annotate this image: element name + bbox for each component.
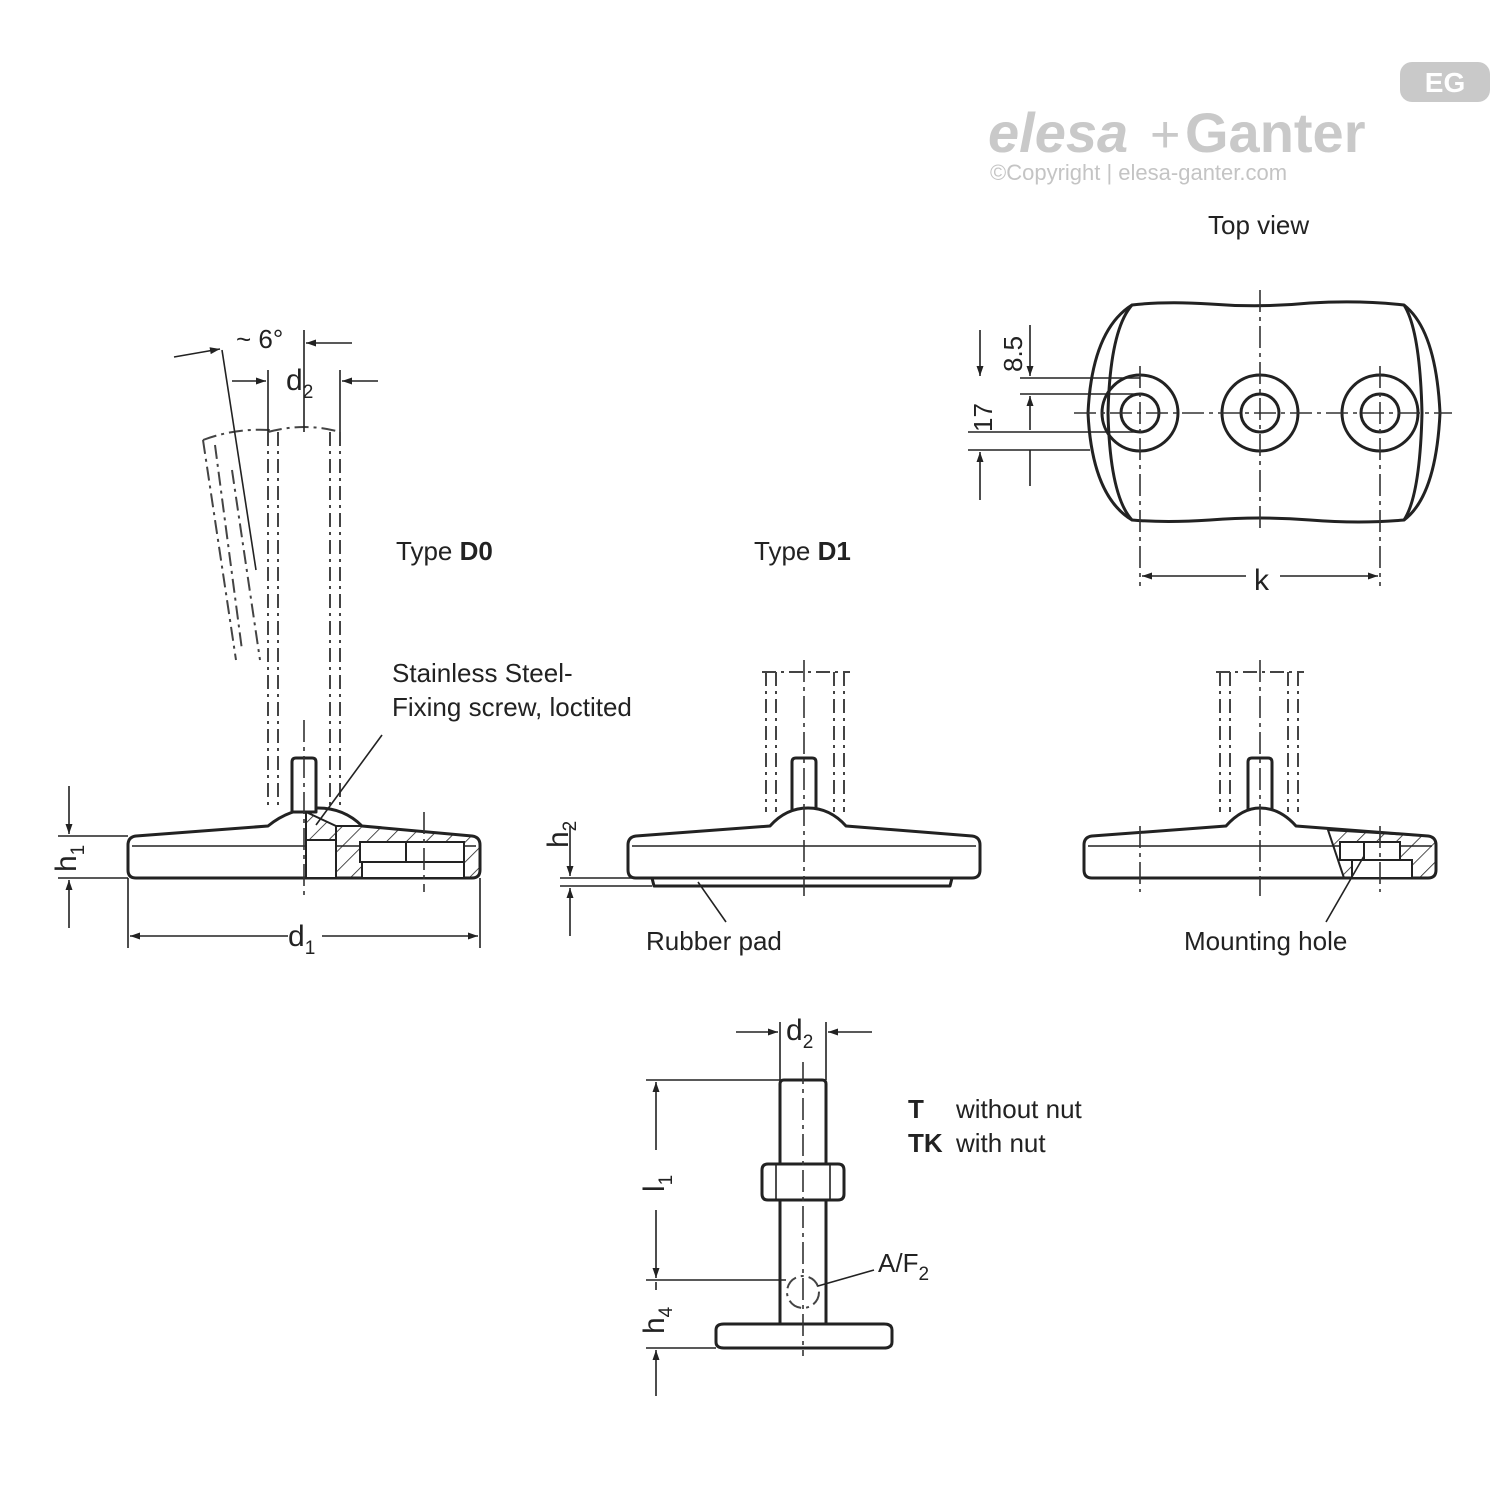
brand-logo: EG elesa + Ganter ©Copyright | elesa-gan… — [988, 62, 1490, 185]
type-d1-label: Type D1 — [754, 536, 851, 566]
top-view-label: Top view — [1208, 210, 1309, 240]
type-d0-label: Type D0 — [396, 536, 493, 566]
eg-badge-icon: EG — [1400, 62, 1490, 102]
screw-shaft — [778, 1078, 828, 1326]
type-d1-view: h2 Type D1 Rubber pad — [542, 536, 982, 956]
d1-label: d1 — [288, 920, 315, 959]
tilted-tube-phantom — [202, 428, 271, 661]
d1-tube-phantom — [762, 671, 850, 812]
angle-label: ~ 6° — [236, 324, 283, 354]
fixing-screw-line1: Stainless Steel- — [392, 658, 573, 688]
h4-label: h4 — [638, 1306, 677, 1334]
brand-plus: + — [1150, 106, 1180, 164]
dim-17-label: 17 — [968, 403, 998, 432]
brand-part2: Ganter — [1185, 101, 1366, 164]
d2-label-bottom: d2 — [786, 1014, 813, 1053]
top-view-body — [1106, 300, 1424, 524]
d2-label-top: d2 — [286, 364, 313, 403]
tube-phantom — [267, 426, 341, 810]
l1-label: l1 — [638, 1175, 677, 1192]
top-view: Top view k 8.5 — [968, 210, 1452, 597]
rubber-pad — [650, 876, 954, 888]
fixing-screw-line2: Fixing screw, loctited — [392, 692, 632, 722]
af2-label: A/F2 — [878, 1248, 929, 1285]
mh-tube-phantom — [1216, 671, 1304, 812]
dim-8-5-label: 8.5 — [998, 336, 1028, 372]
type-d0-view: d1 h1 d2 ~ 6° Type D0 Stainless Steel- F… — [50, 324, 632, 959]
mounting-hole-label: Mounting hole — [1184, 926, 1347, 956]
k-label: k — [1254, 564, 1270, 597]
brand-part1: elesa — [988, 101, 1128, 164]
h2-label: h2 — [542, 821, 581, 848]
h1-label: h1 — [50, 845, 89, 872]
copyright-text: ©Copyright | elesa-ganter.com — [990, 160, 1287, 185]
screw-foot — [714, 1322, 894, 1350]
mounting-hole-view: Mounting hole — [1082, 660, 1438, 956]
rubber-pad-label: Rubber pad — [646, 926, 782, 956]
badge-text: EG — [1425, 67, 1465, 98]
